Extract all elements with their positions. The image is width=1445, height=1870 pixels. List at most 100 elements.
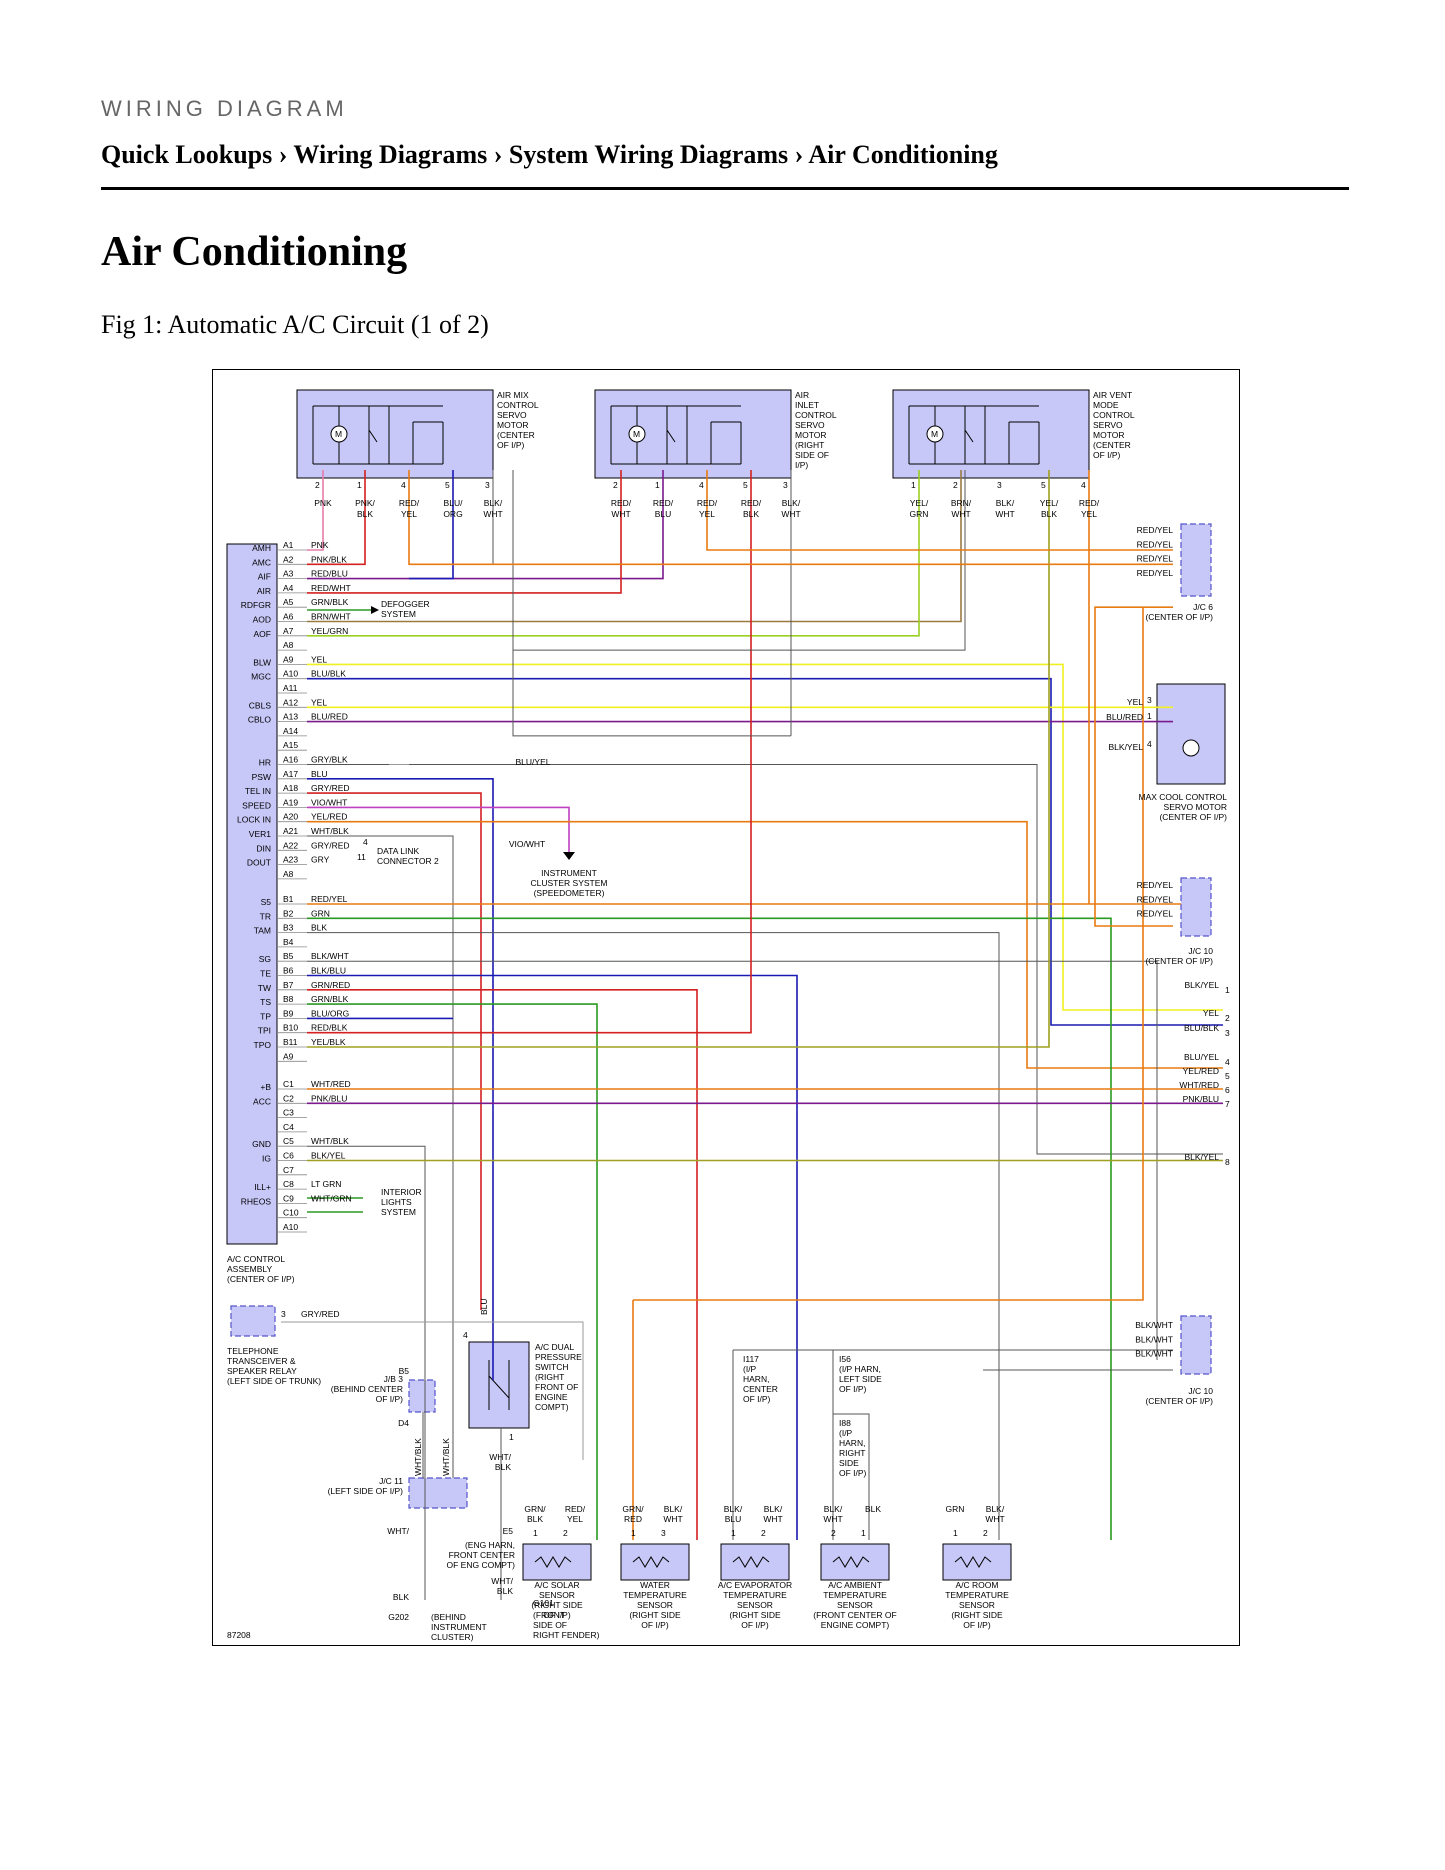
motor-caption: MOTOR xyxy=(497,420,528,430)
breadcrumb[interactable]: Quick Lookups › Wiring Diagrams › System… xyxy=(101,140,998,169)
telephone-caption: (LEFT SIDE OF TRUNK) xyxy=(227,1376,321,1386)
sensor-caption: SENSOR xyxy=(737,1600,773,1610)
data-link-connector-label: CONNECTOR 2 xyxy=(377,856,439,866)
ecu-pin-id: C8 xyxy=(283,1179,294,1189)
motor-pin-number: 4 xyxy=(699,480,704,490)
ecu-wire-color: BLU xyxy=(311,769,328,779)
motor-wire-color: BLK xyxy=(357,509,373,519)
dlc-pin: 11 xyxy=(357,852,366,862)
ecu-wire-color: WHT/BLK xyxy=(311,826,349,836)
max-cool-wire-label: BLK/YEL xyxy=(1109,742,1144,752)
right-output-pin: 1 xyxy=(1225,985,1230,995)
ecu-pin-id: A23 xyxy=(283,855,298,865)
wire-blw xyxy=(307,663,1223,1011)
ecu-wire-color: YEL/RED xyxy=(311,812,347,822)
ecu-pin-id: B7 xyxy=(283,980,294,990)
motor-wire-color: BLK xyxy=(1041,509,1057,519)
motor-wire-color: YEL/ xyxy=(910,498,929,508)
e5-location: OF ENG COMPT) xyxy=(447,1560,516,1570)
air-mix-servo-motor: M xyxy=(296,389,494,479)
sensor-pin: 1 xyxy=(631,1528,636,1538)
sensor-wire-label: RED xyxy=(624,1514,642,1524)
sensor-wire-label: BLU xyxy=(725,1514,742,1524)
right-output-pin: 5 xyxy=(1225,1071,1230,1081)
wire-air xyxy=(307,470,622,594)
sensor-wire-label: BLK/ xyxy=(986,1504,1005,1514)
air-inlet-servo-motor: M xyxy=(594,389,792,479)
ecu-terminal-name: +B xyxy=(260,1082,271,1092)
ecu-pin-id: A9 xyxy=(283,654,294,664)
sensor-wire-label: BLK/ xyxy=(764,1504,783,1514)
right-output-label: BLK/YEL xyxy=(1185,980,1220,990)
defogger-arrow xyxy=(371,606,379,614)
jc10-lower-caption: (CENTER OF I/P) xyxy=(1145,1396,1213,1406)
motor-wire-color: YEL/ xyxy=(1040,498,1059,508)
motor-wire-color: WHT xyxy=(781,509,800,519)
sensor-resistor-icon xyxy=(954,1556,992,1568)
telephone-relay xyxy=(230,1305,276,1337)
pressure-switch-caption: FRONT OF xyxy=(535,1382,578,1392)
telephone-pin: 3 xyxy=(281,1309,286,1319)
sensor-wire-label: BLK/ xyxy=(824,1504,843,1514)
ecu-pin-id: B8 xyxy=(283,994,294,1004)
ecu-pin-id: A7 xyxy=(283,626,294,636)
right-output-label: WHT/RED xyxy=(1179,1080,1219,1090)
ecu-pin-id: A11 xyxy=(283,683,298,693)
right-output-pin: 8 xyxy=(1225,1157,1230,1167)
interior-lights-label: INTERIOR xyxy=(381,1187,422,1197)
sensor-box xyxy=(820,1543,890,1581)
sensor-wire-label: WHT xyxy=(823,1514,842,1524)
motor-wire-color: BLK xyxy=(743,509,759,519)
air-vent-mode-servo-motor: M xyxy=(892,389,1090,479)
jc10-connector-lower xyxy=(1180,1315,1212,1375)
jc11-connector xyxy=(408,1477,468,1509)
pressure-switch-caption: SWITCH xyxy=(535,1362,569,1372)
ecu-wire-color: YEL xyxy=(311,697,327,707)
ecu-wire-color: GRN/BLK xyxy=(311,597,349,607)
jc6-wire-label: RED/YEL xyxy=(1137,525,1174,535)
ecu-terminal-name: AIF xyxy=(258,572,271,582)
ecu-pin-id: B9 xyxy=(283,1008,294,1018)
ecu-pin-id: B1 xyxy=(283,894,294,904)
motor-caption: CONTROL xyxy=(1093,410,1135,420)
motor-wire-color: YEL xyxy=(401,509,417,519)
sensor-pin: 1 xyxy=(533,1528,538,1538)
instrument-cluster-label: INSTRUMENT xyxy=(541,868,597,878)
ecu-pin-id: B3 xyxy=(283,923,294,933)
ecu-terminal-name: DOUT xyxy=(247,858,271,868)
motor-caption: OF I/P) xyxy=(497,440,525,450)
ecu-wire-color: PNK xyxy=(311,540,329,550)
sensor-box xyxy=(942,1543,1012,1581)
i117-splice-label: HARN, xyxy=(743,1374,769,1384)
ecu-wire-color: BRN/WHT xyxy=(311,612,351,622)
motor-wire-color: BRN/ xyxy=(951,498,972,508)
ecu-wire-color: WHT/BLK xyxy=(311,1136,349,1146)
motor-wire-color: BLK/ xyxy=(996,498,1015,508)
wire-tpo xyxy=(307,470,1050,1048)
wire-amc xyxy=(307,470,366,566)
sensor-caption: SENSOR xyxy=(539,1590,575,1600)
vio-wht-label: VIO/WHT xyxy=(509,839,545,849)
max-cool-servo-motor xyxy=(1156,683,1226,785)
sensor-wire-label: BLK xyxy=(865,1504,881,1514)
jc11-caption: (LEFT SIDE OF I/P) xyxy=(328,1486,404,1496)
sensor-caption: SENSOR xyxy=(637,1600,673,1610)
ecu-terminal-name: MGC xyxy=(251,672,271,682)
ecu-wire-color: GRN/BLK xyxy=(311,994,349,1004)
ecu-pin-id: C4 xyxy=(283,1122,294,1132)
wht-label: WHT/ xyxy=(387,1526,409,1536)
jb3-caption: (BEHIND CENTER xyxy=(331,1384,403,1394)
ecu-terminal-name: RDFGR xyxy=(241,600,271,610)
motor-pin-number: 3 xyxy=(997,480,1002,490)
sensor-caption: (RIGHT SIDE xyxy=(531,1600,583,1610)
blu-vertical-label: BLU xyxy=(479,1298,489,1315)
ecu-pin-id: B2 xyxy=(283,908,294,918)
ecu-wire-color: BLU/BLK xyxy=(311,669,346,679)
sensor-wire-label: BLK/ xyxy=(724,1504,743,1514)
jc10-lower-wire-label: BLK/WHT xyxy=(1135,1320,1173,1330)
g202-label: G202 xyxy=(388,1612,409,1622)
sensor-wire-label: GRN/ xyxy=(524,1504,546,1514)
motor-caption: AIR xyxy=(795,390,809,400)
motor-pin-number: 1 xyxy=(357,480,362,490)
ecu-wire-color: WHT/RED xyxy=(311,1079,351,1089)
